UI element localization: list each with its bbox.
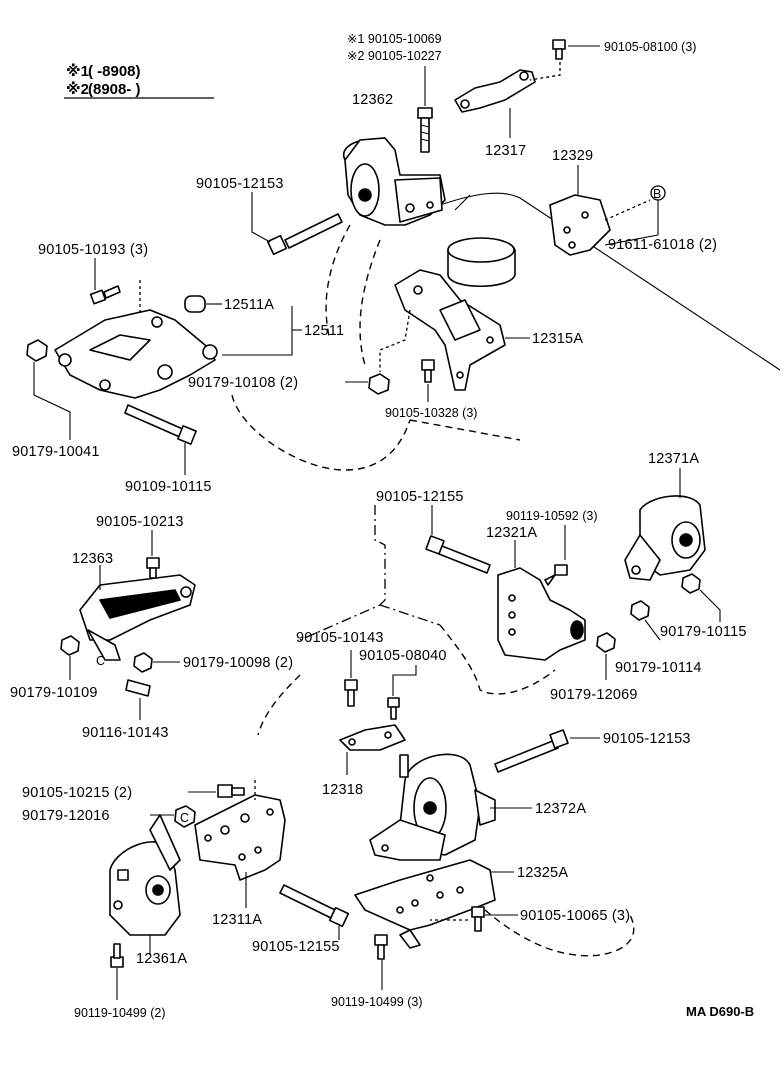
label-90179-10098: 90179-10098 (2) — [183, 655, 293, 671]
nut-90179-12069 — [596, 632, 616, 653]
nut-90179-12016: C — [174, 805, 196, 828]
legend-range-1: ( -8908) — [88, 63, 141, 80]
nut-90179-10098 — [133, 652, 153, 673]
nut-90179-10041 — [26, 339, 48, 362]
bolt-90105-12155-bot — [279, 884, 350, 928]
mount-12361A — [109, 814, 181, 936]
label-90179-12069: 90179-12069 — [550, 687, 638, 703]
bracket-12363: C — [79, 574, 196, 668]
bolt-90119-10592 — [544, 564, 568, 586]
label-90105-10328: 90105-10328 (3) — [385, 406, 477, 420]
label-90119-10499-left: 90119-10499 (2) — [74, 1006, 166, 1020]
callout-c1: C — [96, 654, 105, 668]
bracket-12317 — [454, 69, 536, 113]
label-12311A: 12311A — [212, 912, 262, 928]
bolt-90105-10069 — [417, 107, 433, 153]
label-12511A: 12511A — [224, 297, 274, 313]
drawing-code: MA D690-B — [686, 1004, 754, 1019]
engine-outline — [231, 192, 781, 957]
label-12317: 12317 — [485, 143, 526, 159]
label-90179-10108: 90179-10108 (2) — [188, 375, 298, 391]
callout-c2: C — [180, 811, 189, 825]
label-90119-10499-mid: 90119-10499 (3) — [331, 995, 423, 1009]
bolt-90119-10499-left — [110, 943, 124, 968]
legend-mark-2: ※2 — [66, 80, 89, 98]
legend-mark-1: ※1 — [66, 62, 89, 80]
bolt-90105-10328 — [421, 359, 435, 383]
bracket-12321A — [497, 567, 586, 661]
label-90179-10115: 90179-10115 — [660, 624, 747, 640]
bracket-12311A — [194, 794, 286, 881]
label-90179-10114: 90179-10114 — [615, 660, 702, 676]
nut-90179-10115 — [681, 573, 701, 594]
bolt-90105-08040 — [387, 697, 400, 720]
label-90116-10143: 90116-10143 — [82, 725, 169, 741]
label-90105-08100: 90105-08100 (3) — [604, 40, 696, 54]
bracket-12329 — [549, 194, 611, 256]
nut-90179-10108 — [368, 373, 390, 395]
mount-12371A — [624, 495, 706, 581]
label-90105-12155-bot: 90105-12155 — [252, 939, 340, 955]
label-90109-10115: 90109-10115 — [125, 479, 212, 495]
engine-boss — [447, 237, 516, 288]
bolt-90105-10215 — [217, 784, 245, 798]
label-90105-10215: 90105-10215 (2) — [22, 785, 132, 801]
label-12361A: 12361A — [136, 951, 187, 967]
bracket-12325A — [354, 859, 496, 949]
label-90179-10041: 90179-10041 — [12, 444, 100, 460]
label-90105-12153-top: 90105-12153 — [196, 176, 284, 192]
label-12325A: 12325A — [517, 865, 568, 881]
label-91611-61018: 91611-61018 (2) — [608, 237, 717, 253]
engine-mount-12362 — [343, 137, 446, 226]
label-90105-10227: ※2 90105-10227 — [347, 49, 442, 63]
bolt-90105-12153-bot — [494, 729, 569, 773]
label-12363: 12363 — [72, 551, 113, 567]
bolt-90105-08100 — [552, 39, 566, 60]
label-90105-12153-bot: 90105-12153 — [603, 731, 691, 747]
bracket-12511 — [54, 309, 218, 399]
bracket-12318 — [339, 724, 406, 751]
label-12371A: 12371A — [648, 451, 699, 467]
label-12321A: 12321A — [486, 525, 537, 541]
stud-90116-10143 — [125, 679, 151, 697]
label-12329: 12329 — [552, 148, 593, 164]
legend-range-2: (8908- ) — [88, 81, 141, 98]
stud-90109-10115 — [124, 404, 197, 445]
label-90105-12155-mid: 90105-12155 — [376, 489, 464, 505]
label-12315A: 12315A — [532, 331, 583, 347]
callout-b1: B — [653, 187, 661, 201]
nut-90179-10109 — [60, 635, 80, 656]
spacer-12511A — [184, 295, 206, 313]
bolt-90105-10143 — [344, 679, 358, 707]
label-90105-10069: ※1 90105-10069 — [347, 32, 442, 46]
mount-12372A — [369, 753, 496, 861]
label-12362: 12362 — [352, 92, 393, 108]
bolt-90105-10065 — [471, 906, 485, 932]
label-90105-08040: 90105-08040 — [359, 648, 447, 664]
label-90105-10213: 90105-10213 — [96, 514, 184, 530]
bolt-90105-10213 — [146, 557, 160, 579]
label-90119-10592: 90119-10592 (3) — [506, 509, 598, 523]
bolt-90105-12155-mid — [425, 535, 491, 574]
label-90179-10109: 90179-10109 — [10, 685, 98, 701]
label-12318: 12318 — [322, 782, 363, 798]
nut-90179-10114 — [630, 600, 650, 621]
label-90105-10143: 90105-10143 — [296, 630, 384, 646]
bolt-90105-10193 — [89, 285, 121, 305]
label-12511: 12511 — [304, 323, 344, 339]
stud-mount-12372A — [399, 754, 409, 778]
bracket-12315A — [394, 269, 506, 391]
legend: ※1 ( -8908) ※2 (8908- ) — [64, 62, 214, 99]
label-12372A: 12372A — [535, 801, 586, 817]
label-90105-10193: 90105-10193 (3) — [38, 242, 148, 258]
bolt-90105-12153-top — [266, 213, 343, 256]
label-90105-10065: 90105-10065 (3) — [520, 908, 630, 924]
part-labels: ※1 90105-10069 ※2 90105-10227 90105-0810… — [10, 32, 754, 1020]
bolt-90119-10499-mid — [374, 934, 388, 960]
label-90179-12016: 90179-12016 — [22, 808, 110, 824]
